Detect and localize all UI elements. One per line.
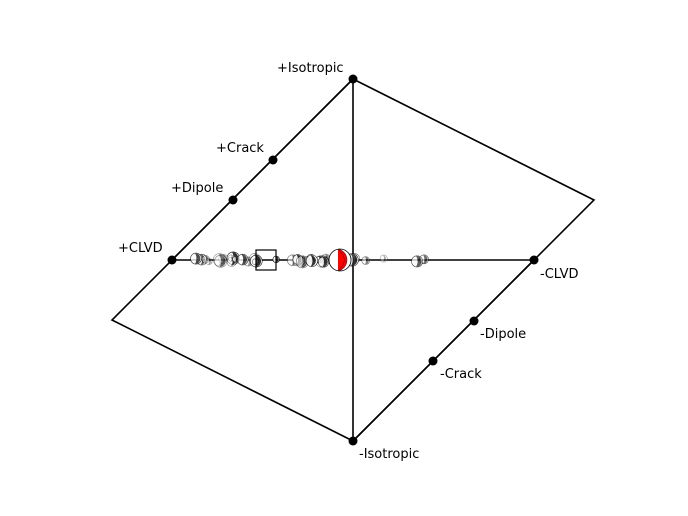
- upper-left-edge: [171, 78, 354, 261]
- scatter-beachball: [361, 256, 370, 265]
- scatter-beachball: [237, 253, 249, 266]
- label-plus-dipole: +Dipole: [171, 181, 223, 196]
- minus-dipole-point: [469, 316, 479, 326]
- scatter-beachball: [232, 255, 240, 263]
- label-minus-clvd: -CLVD: [540, 267, 579, 282]
- label-plus-isotropic: +Isotropic: [277, 61, 344, 76]
- label-minus-crack: -Crack: [440, 367, 482, 382]
- minus-crack-point: [428, 356, 438, 366]
- plus-crack-point: [268, 155, 278, 165]
- plus-isotropic-point: [348, 74, 358, 84]
- scatter-beachball: [305, 254, 319, 267]
- scatter-beachball: [252, 258, 259, 266]
- minus-isotropic-point: [348, 436, 358, 446]
- lower-right-edge: [352, 259, 535, 442]
- label-plus-clvd: +CLVD: [118, 241, 163, 256]
- scatter-beachball: [205, 257, 213, 266]
- scatter-beachball: [190, 252, 202, 265]
- scatter-beachball: [201, 255, 210, 264]
- scatter-beachball: [317, 256, 329, 268]
- minus-clvd-point: [529, 255, 539, 265]
- scatter-beachball: [379, 254, 388, 263]
- label-plus-crack: +Crack: [216, 141, 264, 156]
- plus-dipole-point: [228, 195, 238, 205]
- scatter-beachball: [411, 255, 423, 268]
- label-minus-isotropic: -Isotropic: [359, 447, 419, 462]
- label-minus-dipole: -Dipole: [480, 327, 526, 342]
- scatter-beachball: [295, 255, 309, 269]
- scatter-beachball: [214, 254, 228, 268]
- best-solution-beachball: [328, 248, 352, 272]
- reference-square-marker: [255, 249, 277, 271]
- plus-clvd-point: [167, 255, 177, 265]
